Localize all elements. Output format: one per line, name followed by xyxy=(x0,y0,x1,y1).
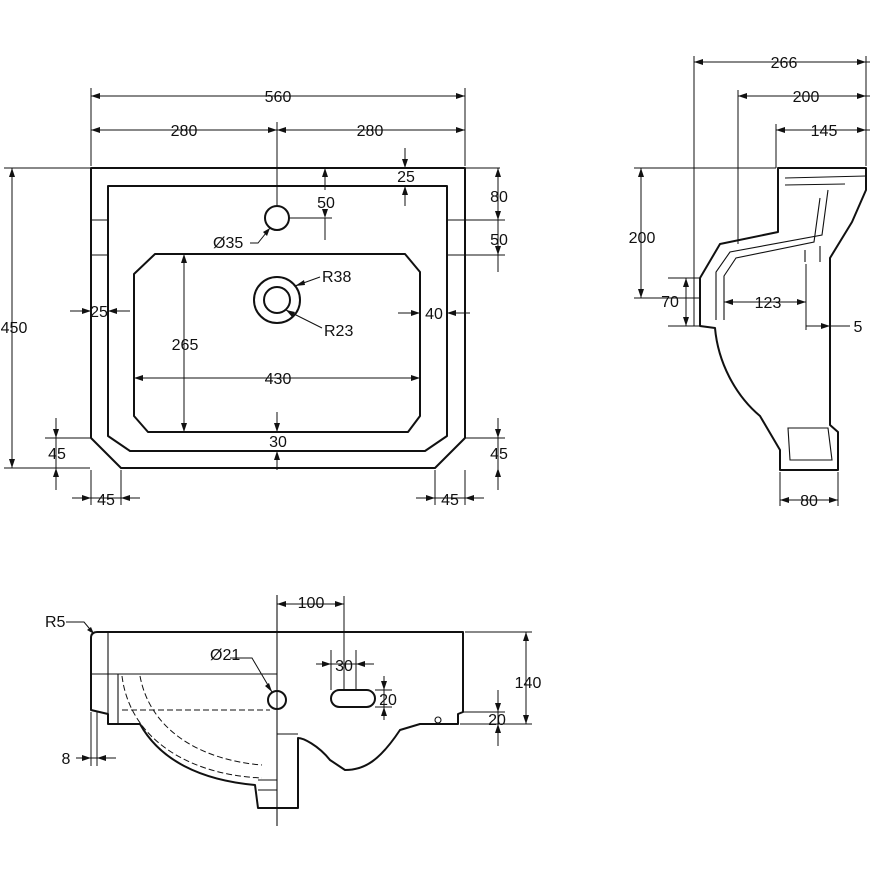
bowl-outline xyxy=(133,253,421,433)
overflow-slot xyxy=(330,689,376,708)
dim-side-height-200: 200 xyxy=(629,230,656,247)
dim-side-height-70: 70 xyxy=(661,294,679,311)
dim-chamfer-left-h: 45 xyxy=(97,492,115,509)
front-bowl-hidden-line xyxy=(121,675,263,779)
dim-front-height-140: 140 xyxy=(515,675,542,692)
label-front-corner-radius: R5 xyxy=(45,614,66,631)
waste-inner xyxy=(263,286,291,314)
dim-half-left: 280 xyxy=(171,123,198,140)
dim-side-projection-266: 266 xyxy=(771,55,798,72)
dim-side-foot-80: 80 xyxy=(800,493,818,510)
dim-right-80: 80 xyxy=(490,189,508,206)
label-waste-inner-radius: R23 xyxy=(324,323,353,340)
dim-slot-width: 30 xyxy=(335,658,353,675)
dim-side-depth-123: 123 xyxy=(755,295,782,312)
front-view: R5 100 Ø21 30 20 140 20 xyxy=(45,595,541,826)
dim-front-rim: 30 xyxy=(269,434,287,451)
dim-right-50: 50 xyxy=(490,232,508,249)
dim-side-projection-200: 200 xyxy=(793,89,820,106)
dim-chamfer-right-v: 45 xyxy=(490,446,508,463)
dim-overall-width: 560 xyxy=(265,89,292,106)
side-overflow-channel xyxy=(715,189,829,320)
side-view: 266 200 145 200 70 123 5 xyxy=(629,55,870,510)
dim-front-offset-100: 100 xyxy=(298,595,325,612)
dim-tap-hole-offset: 50 xyxy=(317,195,335,212)
basin-rim-outline xyxy=(107,185,448,452)
dim-bowl-width: 430 xyxy=(265,371,292,388)
dim-front-edge-8: 8 xyxy=(62,751,71,768)
label-tap-hole-dia: Ø35 xyxy=(213,235,243,252)
dim-front-step-20: 20 xyxy=(488,712,506,729)
dim-rim-top: 25 xyxy=(397,169,415,186)
dim-bowl-depth: 265 xyxy=(172,337,199,354)
dim-left-rim: 25 xyxy=(90,304,108,321)
dim-half-right: 280 xyxy=(357,123,384,140)
waste-outer xyxy=(253,276,301,324)
dim-right-rim: 40 xyxy=(425,306,443,323)
dim-side-projection-145: 145 xyxy=(811,123,838,140)
dim-side-wall-5: 5 xyxy=(854,319,863,336)
dim-chamfer-right-h: 45 xyxy=(441,492,459,509)
dim-slot-height: 20 xyxy=(379,692,397,709)
dim-overall-depth: 450 xyxy=(1,320,28,337)
tap-hole xyxy=(264,205,290,231)
side-outer-profile xyxy=(699,167,867,471)
front-right-profile xyxy=(277,631,464,809)
dim-chamfer-left-v: 45 xyxy=(48,446,66,463)
label-overflow-dia: Ø21 xyxy=(210,647,240,664)
top-view: 560 280 280 450 25 50 Ø35 xyxy=(1,88,508,509)
label-waste-outer-radius: R38 xyxy=(322,269,351,286)
